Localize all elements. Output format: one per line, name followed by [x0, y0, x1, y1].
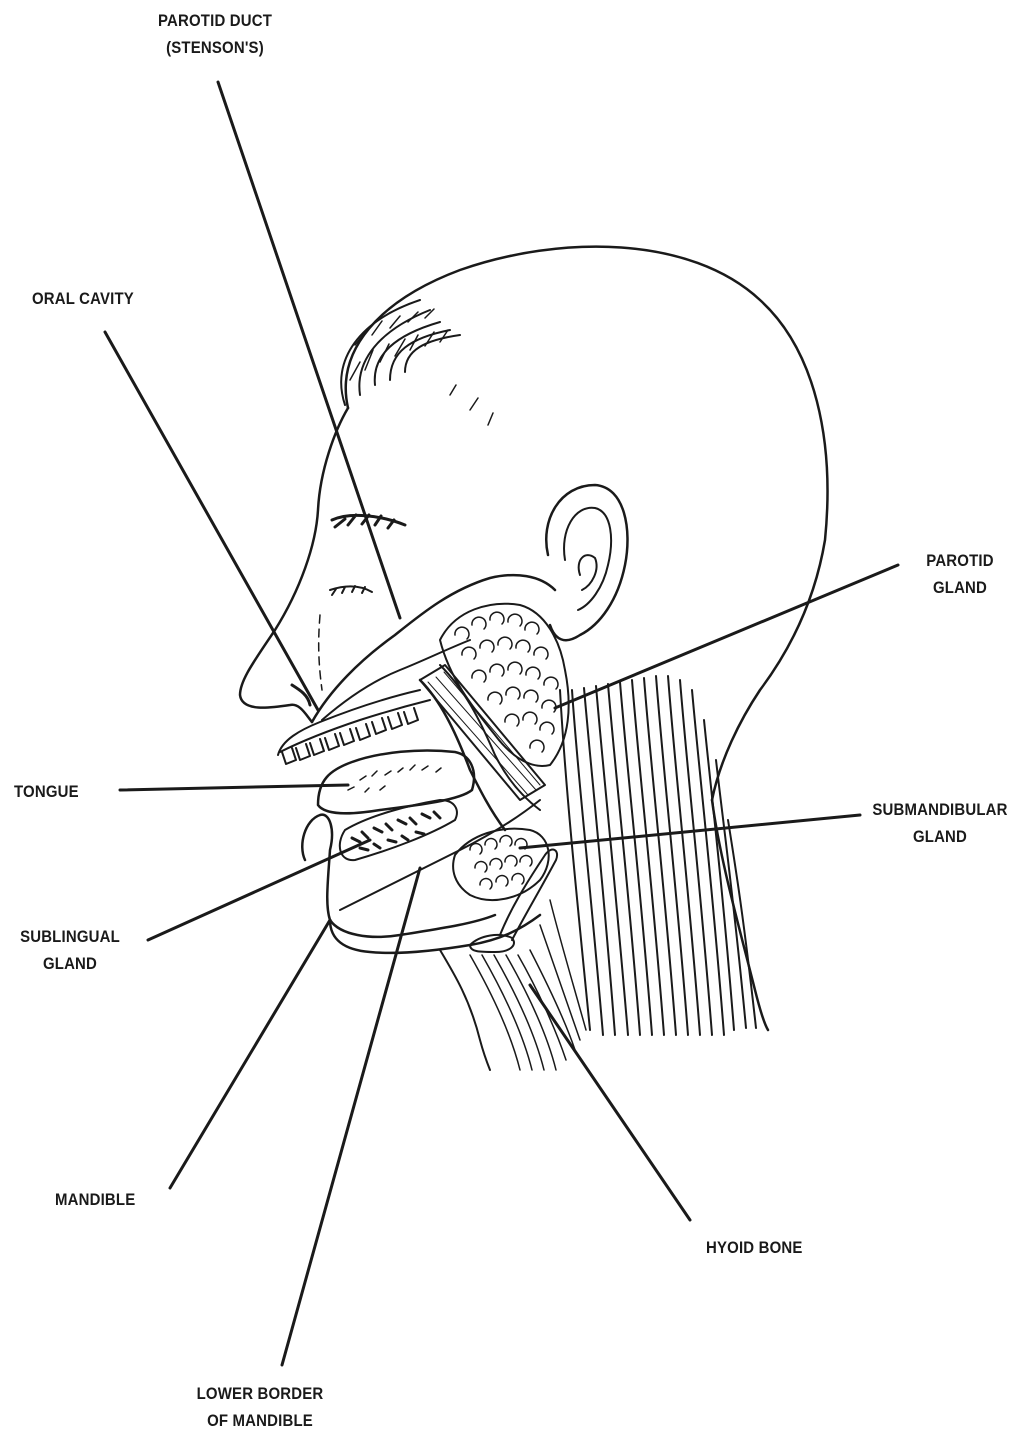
label-mandible: MANDIBLE — [55, 1186, 135, 1213]
tongue-texture — [348, 765, 441, 792]
submandibular-gland-bumps — [470, 836, 532, 889]
label-parotid-duct-line2: (STENSON'S) — [131, 34, 298, 61]
label-oral-cavity-line1: ORAL CAVITY — [32, 285, 134, 312]
label-parotid-duct: PAROTID DUCT (STENSON'S) — [131, 7, 298, 61]
cheek-line — [319, 615, 322, 690]
face-profile — [240, 408, 348, 722]
leader-tongue — [120, 785, 348, 790]
masseter-fibers — [428, 672, 540, 795]
label-parotid-gland: PAROTID GLAND — [907, 547, 1013, 601]
ear-inner — [564, 508, 611, 610]
label-submandibular-gland: SUBMANDIBULAR GLAND — [861, 796, 1019, 850]
label-lower-border: LOWER BORDER OF MANDIBLE — [176, 1380, 343, 1434]
leader-oral-cavity — [105, 332, 318, 710]
label-parotid-gland-line2: GLAND — [907, 574, 1013, 601]
label-mandible-line1: MANDIBLE — [55, 1186, 135, 1213]
ear-lobe — [579, 555, 597, 590]
sublingual-gland-texture — [352, 812, 440, 850]
neck-front — [440, 950, 490, 1070]
neck-muscles — [560, 676, 756, 1035]
label-tongue: TONGUE — [14, 778, 79, 805]
leader-mandible — [170, 920, 330, 1188]
label-sublingual-gland: SUBLINGUAL GLAND — [8, 923, 131, 977]
label-lower-border-line2: OF MANDIBLE — [176, 1407, 343, 1434]
label-hyoid-bone-line1: HYOID BONE — [706, 1234, 803, 1261]
label-sublingual-gland-line1: SUBLINGUAL — [8, 923, 131, 950]
leader-hyoid-bone — [530, 985, 690, 1220]
label-lower-border-line1: LOWER BORDER — [176, 1380, 343, 1407]
chin-outline — [302, 815, 495, 937]
parotid-gland-bumps — [455, 612, 558, 752]
label-hyoid-bone: HYOID BONE — [706, 1234, 803, 1261]
eye — [330, 586, 372, 595]
label-parotid-gland-line1: PAROTID — [907, 547, 1013, 574]
mandible-lower-border — [330, 915, 540, 953]
neck-lower-muscles — [470, 900, 586, 1070]
sublingual-gland-shape — [340, 800, 457, 860]
leader-sublingual-gland — [148, 840, 370, 940]
label-parotid-duct-line1: PAROTID DUCT — [131, 7, 298, 34]
label-tongue-line1: TONGUE — [14, 778, 79, 805]
leader-lower-border — [282, 868, 420, 1365]
label-oral-cavity: ORAL CAVITY — [32, 285, 134, 312]
label-submandibular-gland-line1: SUBMANDIBULAR — [861, 796, 1019, 823]
masseter-muscle — [420, 665, 545, 800]
tongue-shape — [318, 750, 474, 813]
leader-parotid-gland — [555, 565, 898, 708]
label-submandibular-gland-line2: GLAND — [861, 823, 1019, 850]
label-sublingual-gland-line2: GLAND — [8, 950, 131, 977]
